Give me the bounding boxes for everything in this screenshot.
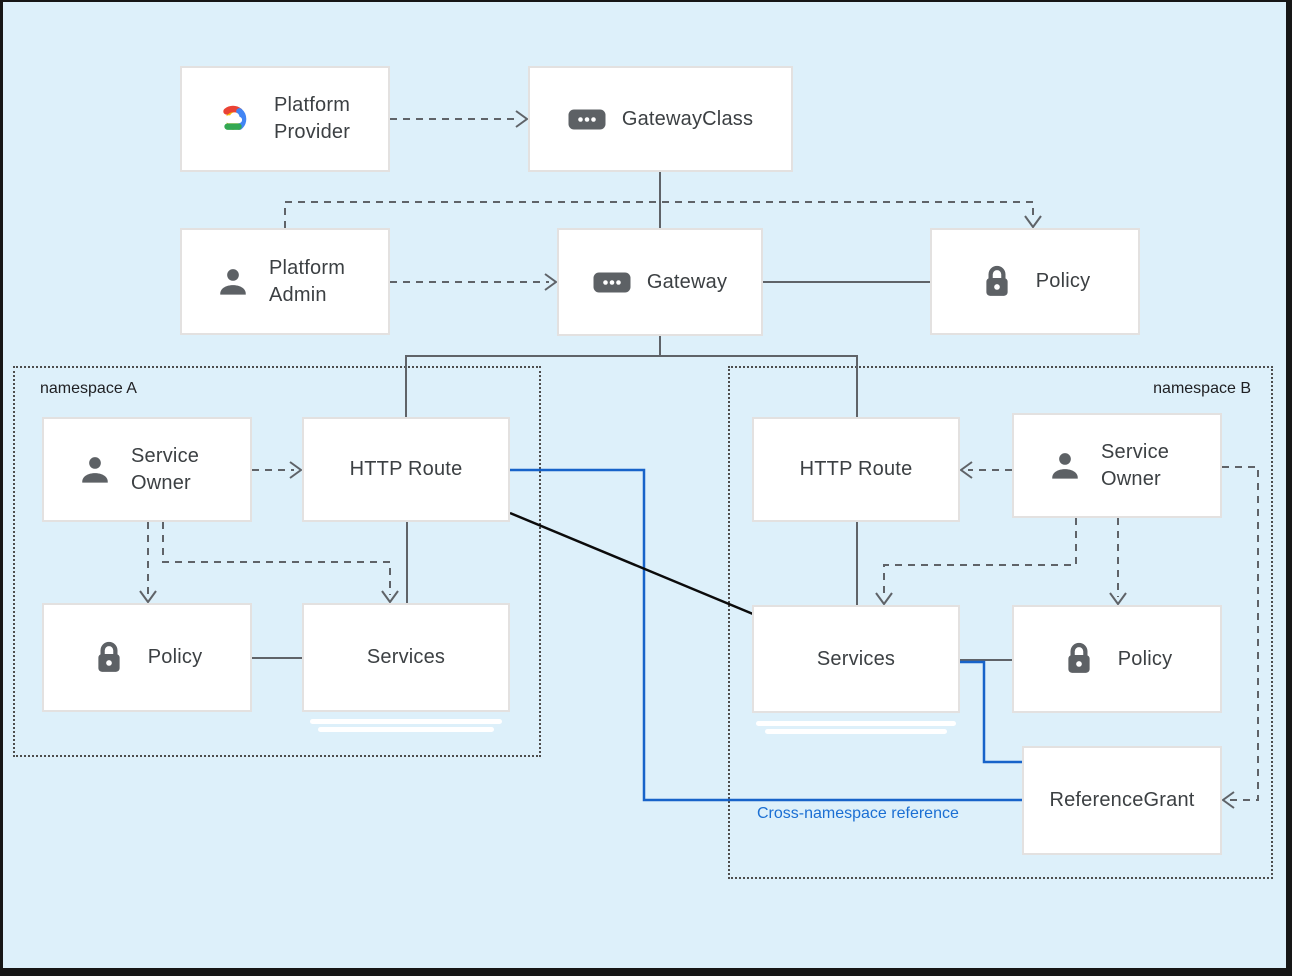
- arrow-admin-policy: [284, 201, 1042, 229]
- platform-provider-node: Platform Provider: [180, 66, 390, 172]
- person-icon: [215, 264, 251, 300]
- node-label: Service Owner: [1101, 440, 1170, 490]
- gatewayclass-node: GatewayClass: [528, 66, 793, 172]
- google-cloud-logo-icon: [210, 99, 256, 139]
- namespace-b-label: namespace B: [1153, 380, 1251, 397]
- screenshot-frame-left: [0, 0, 3, 976]
- lock-icon: [980, 263, 1014, 301]
- arrow-serviceowner-a-policy-a: [139, 522, 157, 604]
- arrow-serviceowner-b-referencegrant: [1221, 466, 1259, 809]
- platform-admin-node: Platform Admin: [180, 228, 390, 335]
- services-b-stack-line: [765, 729, 947, 734]
- cross-namespace-reference-label: Cross-namespace reference: [757, 805, 959, 822]
- arrow-provider-gatewayclass: [390, 110, 529, 128]
- node-label: Services: [816, 647, 896, 670]
- node-label: Service Owner: [131, 444, 200, 494]
- screenshot-frame-top: [0, 0, 1292, 2]
- node-label: ReferenceGrant: [1049, 789, 1195, 811]
- screenshot-frame-right: [1286, 0, 1292, 976]
- node-label: Platform Provider: [274, 94, 351, 143]
- node-label: Services: [366, 646, 446, 668]
- services-b-stack-line: [756, 721, 956, 726]
- namespace-a-container: namespace A: [13, 366, 541, 757]
- resource-chip-icon: [593, 272, 631, 293]
- services-a-stack-line: [310, 719, 502, 724]
- arrow-serviceowner-a-services-a: [162, 522, 399, 604]
- node-label: Policy: [1035, 270, 1091, 292]
- person-icon: [77, 452, 113, 488]
- node-label: Platform Admin: [269, 256, 346, 306]
- services-a-node: Services: [302, 603, 510, 712]
- services-b-node: Services: [752, 605, 960, 713]
- node-label: Policy: [147, 646, 203, 668]
- services-a-stack-line: [318, 727, 494, 732]
- arrow-admin-gateway: [390, 273, 558, 291]
- node-label: Policy: [1117, 647, 1173, 670]
- arrow-serviceowner-b-services-b: [875, 518, 1077, 606]
- node-label: HTTP Route: [799, 458, 913, 480]
- connector-httproute-a-referencegrant: [510, 468, 1022, 802]
- http-route-b-node: HTTP Route: [752, 417, 960, 522]
- arrow-serviceowner-b-policy-b: [1109, 518, 1127, 606]
- lock-icon: [92, 639, 126, 677]
- lock-icon: [1062, 640, 1096, 678]
- person-icon: [1047, 448, 1083, 484]
- node-label: HTTP Route: [349, 458, 463, 480]
- policy-cluster-node: Policy: [930, 228, 1140, 335]
- node-label: Gateway: [646, 270, 728, 293]
- policy-b-node: Policy: [1012, 605, 1222, 713]
- connector-gateway-httproutes: [405, 336, 858, 417]
- http-route-a-node: HTTP Route: [302, 417, 510, 522]
- service-owner-b-node: Service Owner: [1012, 413, 1222, 518]
- reference-grant-node: ReferenceGrant: [1022, 746, 1222, 855]
- namespace-a-label: namespace A: [40, 380, 137, 397]
- screenshot-frame-bottom: [0, 968, 1292, 976]
- node-label: GatewayClass: [621, 107, 754, 130]
- arrow-serviceowner-b-httproute-b: [959, 461, 1012, 479]
- connector-httproute-a-services-b: [509, 511, 754, 616]
- service-owner-a-node: Service Owner: [42, 417, 252, 522]
- arrow-serviceowner-a-httproute-a: [252, 461, 303, 479]
- resource-chip-icon: [568, 109, 606, 130]
- namespace-b-container: namespace B: [728, 366, 1273, 879]
- connector-services-b-referencegrant: [960, 660, 1022, 764]
- policy-a-node: Policy: [42, 603, 252, 712]
- gateway-node: Gateway: [557, 228, 763, 336]
